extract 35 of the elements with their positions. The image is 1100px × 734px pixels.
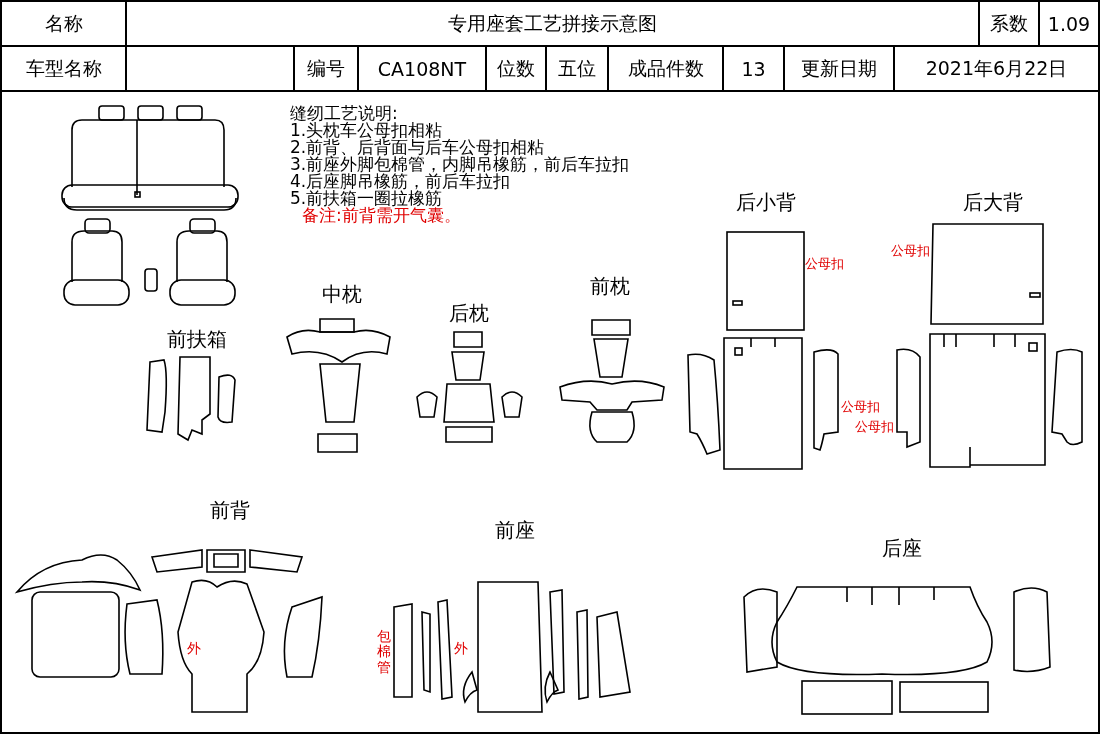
table-cell: 13 xyxy=(724,47,785,92)
note: 1.头枕车公母扣相粘 xyxy=(290,122,443,139)
part-label: 后座 xyxy=(882,538,922,558)
part-label: 后枕 xyxy=(449,303,489,323)
part-label: 前座 xyxy=(495,520,535,540)
table-cell: 成品件数 xyxy=(609,47,724,92)
table-cell: 车型名称 xyxy=(2,47,127,92)
annotation: 公母扣 xyxy=(804,256,844,270)
note: 5.前扶箱一圈拉橡筋 xyxy=(290,190,443,207)
part-label: 前枕 xyxy=(590,276,630,296)
table-cell: 2021年6月22日 xyxy=(895,47,1098,92)
annotation: 包棉管 xyxy=(377,629,391,676)
annotation: 外 xyxy=(454,641,468,655)
part-label: 前背 xyxy=(210,500,250,520)
title: 专用座套工艺拼接示意图 xyxy=(127,2,980,47)
part-label: 后大背 xyxy=(963,192,1023,212)
note: 4.后座脚吊橡筋，前后车拉扣 xyxy=(290,173,511,190)
table-cell: 五位 xyxy=(547,47,609,92)
annotation: 外 xyxy=(187,641,201,655)
note: 2.前背、后背面与后车公母扣相粘 xyxy=(290,139,545,156)
table-cell: 位数 xyxy=(487,47,547,92)
note: 3.前座外脚包棉管，内脚吊橡筋，前后车拉扣 xyxy=(290,156,630,173)
table-cell: 更新日期 xyxy=(785,47,895,92)
table-cell: 编号 xyxy=(295,47,359,92)
table-cell: 名称 xyxy=(2,2,127,47)
annotation: 公母扣 xyxy=(854,419,894,433)
note: 缝纫工艺说明: xyxy=(290,105,398,122)
table-cell: 1.09 xyxy=(1040,2,1098,47)
annotation: 公母扣 xyxy=(890,243,930,257)
part-label: 中枕 xyxy=(322,284,362,304)
table-cell: 系数 xyxy=(980,2,1040,47)
table-cell: CA108NT xyxy=(359,47,487,92)
annotation: 公母扣 xyxy=(840,399,880,413)
part-label: 后小背 xyxy=(736,192,796,212)
part-label: 前扶箱 xyxy=(167,329,227,349)
